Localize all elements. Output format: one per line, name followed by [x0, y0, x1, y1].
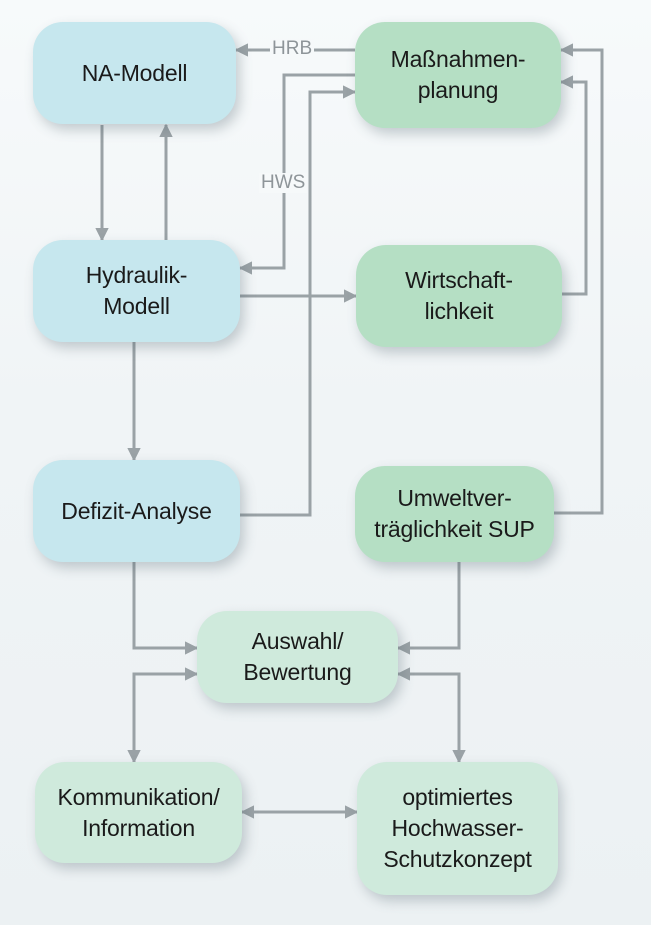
node-defizit-analyse: Defizit-Analyse	[33, 460, 240, 562]
node-na-modell: NA-Modell	[33, 22, 236, 124]
node-massnahmenplanung: Maßnahmen- planung	[355, 22, 561, 128]
node-umweltvertraeglichkeit: Umweltver- träglichkeit SUP	[355, 466, 554, 562]
node-auswahl-bewertung: Auswahl/ Bewertung	[197, 611, 398, 703]
node-hochwasser-schutzkonzept: optimiertes Hochwasser- Schutzkonzept	[357, 762, 558, 895]
edge-label-hrb: HRB	[270, 38, 315, 59]
arrow-wirtschaftlichkeit-to-massnahmen	[559, 75, 588, 296]
edge-label-hws: HWS	[259, 172, 308, 193]
node-wirtschaftlichkeit: Wirtschaft- lichkeit	[356, 245, 562, 347]
node-kommunikation-information: Kommunikation/ Information	[35, 762, 242, 863]
arrow-auswahl-schutzkonzept	[396, 667, 466, 764]
arrow-umwelt-to-auswahl	[396, 562, 461, 655]
arrow-auswahl-kommunikation	[127, 667, 199, 764]
node-hydraulik-modell: Hydraulik- Modell	[33, 240, 240, 342]
arrow-defizit-to-massnahmen	[240, 85, 357, 517]
arrow-defizit-to-auswahl	[132, 562, 199, 655]
arrow-massnahmen-to-hydraulik-hws	[238, 73, 355, 275]
arrow-umwelt-to-massnahmen	[554, 43, 604, 515]
